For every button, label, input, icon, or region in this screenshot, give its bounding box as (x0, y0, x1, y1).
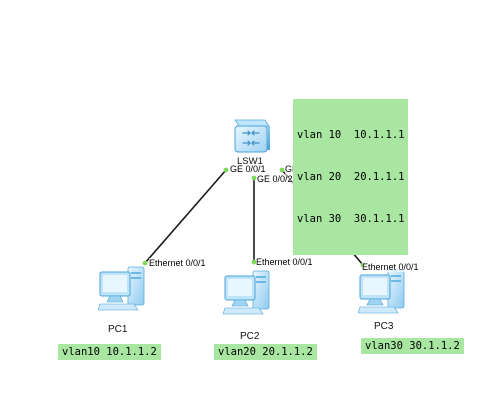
vlan-config-line: vlan 20 20.1.1.1 (297, 171, 405, 183)
link-lsw1-pc1 (144, 169, 227, 264)
switch-icon[interactable] (229, 116, 271, 156)
switch-vlan-config: vlan 10 10.1.1.1 vlan 20 20.1.1.1 vlan 3… (293, 99, 409, 255)
pc-port-label: Ethernet 0/0/1 (149, 258, 206, 268)
pc-port-label: Ethernet 0/0/1 (256, 257, 313, 267)
port-dot (251, 175, 257, 181)
port-dot (142, 260, 148, 266)
port-dot (251, 259, 257, 265)
pc-icon[interactable] (223, 268, 277, 316)
pc-ip-config: vlan10 10.1.1.2 (58, 344, 161, 360)
switch-name: LSW1 (237, 156, 263, 167)
pc-ip-config: vlan30 30.1.1.2 (361, 338, 464, 354)
pc-name: PC3 (374, 321, 394, 332)
pc-port-label: Ethernet 0/0/1 (362, 262, 419, 272)
pc-icon[interactable] (358, 267, 412, 315)
port-dot (223, 167, 229, 173)
switch-port-label: GE 0/0/1 (230, 164, 266, 174)
pc-ip-config: vlan20 20.1.1.2 (214, 344, 317, 360)
pc-name: PC1 (108, 324, 128, 335)
port-dot (279, 167, 285, 173)
vlan-config-line: vlan 10 10.1.1.1 (297, 129, 405, 141)
switch-port-label: GE 0/0/2 (257, 174, 293, 184)
vlan-config-line: vlan 30 30.1.1.1 (297, 213, 405, 225)
pc-icon[interactable] (98, 264, 152, 312)
pc-name: PC2 (240, 331, 260, 342)
